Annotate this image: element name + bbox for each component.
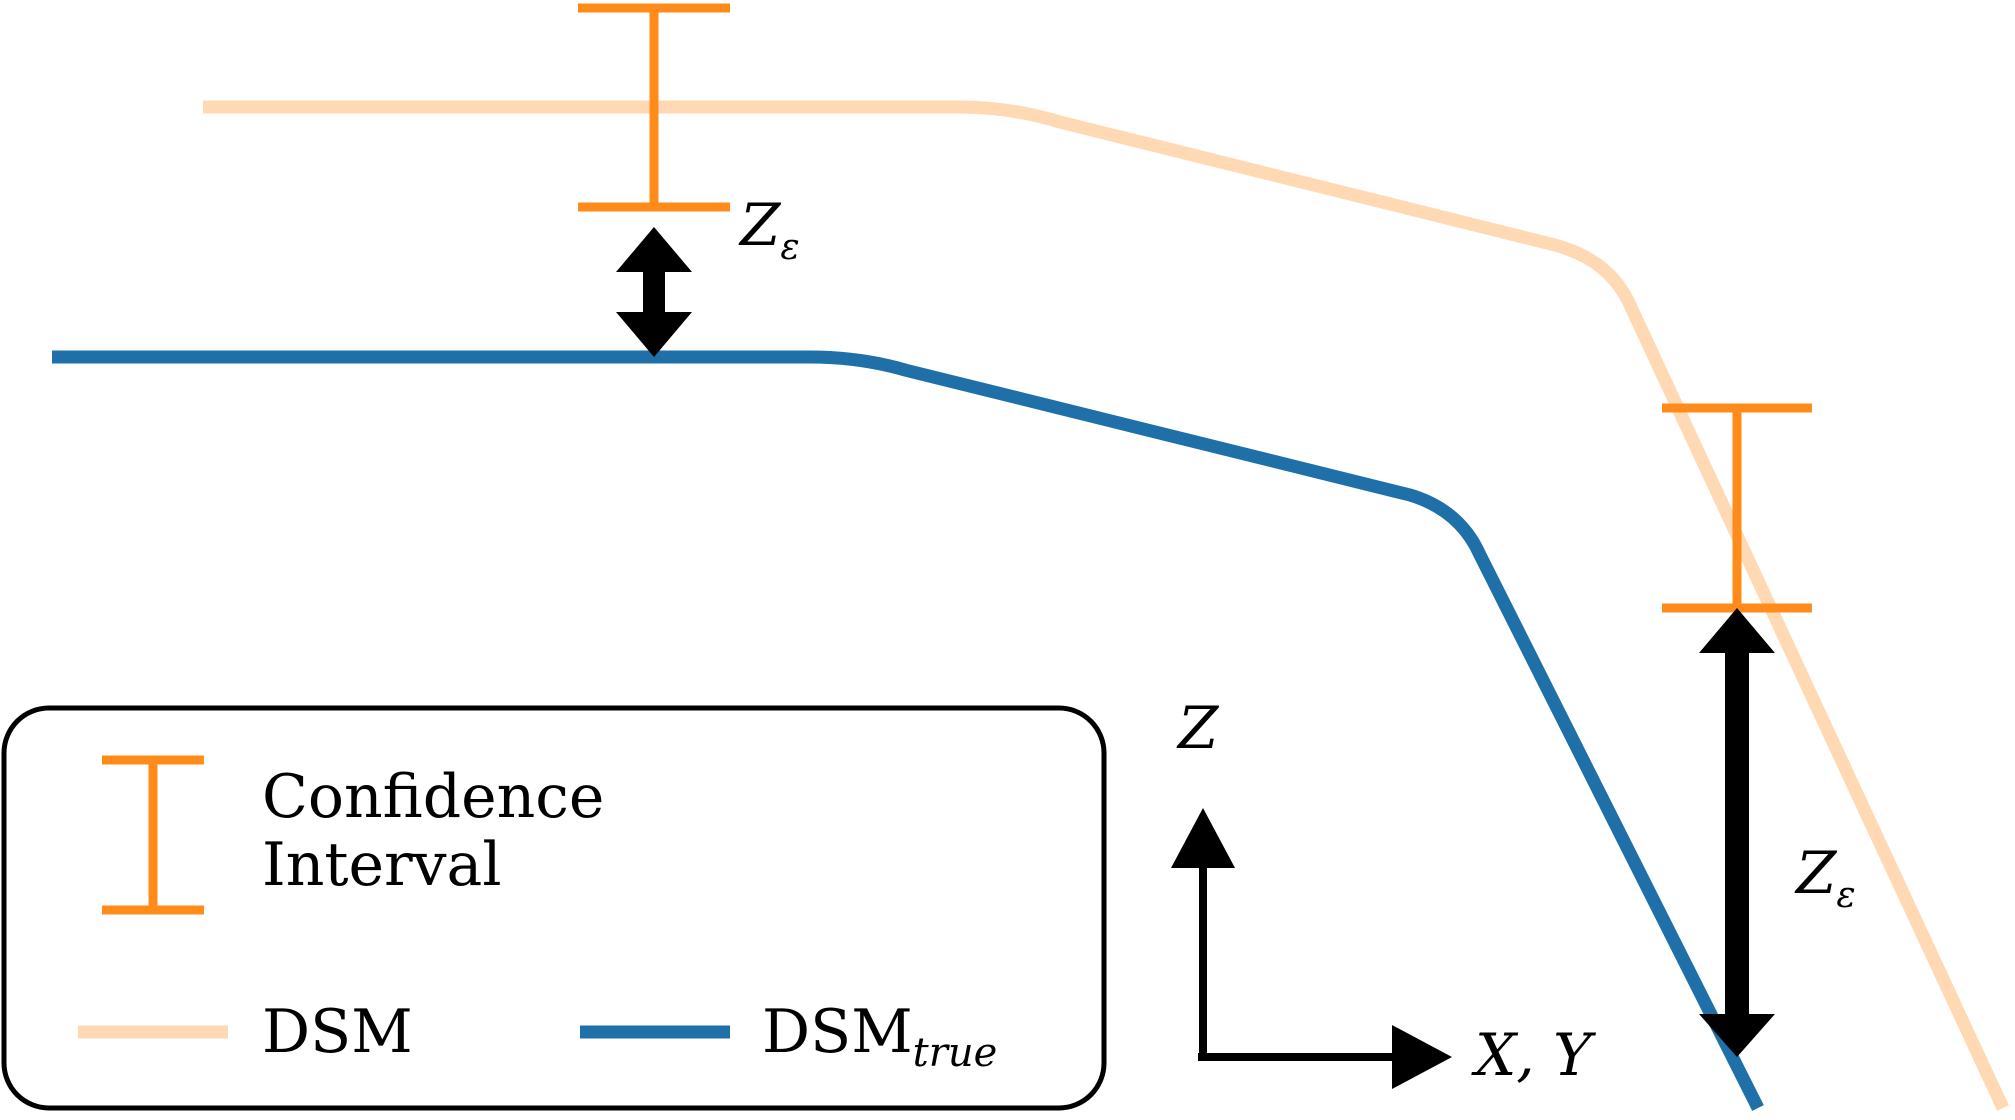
xy-axis-arrowhead <box>1392 1025 1452 1089</box>
legend-border <box>1 705 1107 1111</box>
z-axis-arrowhead <box>1171 808 1235 868</box>
confidence-interval-right <box>1662 403 1812 613</box>
legend-confidence-interval-icon <box>102 755 204 915</box>
dsm-true-curve <box>52 350 1764 1111</box>
coordinate-axes: Z X, Y <box>1171 694 1596 1089</box>
legend-confidence-label-line2: Interval <box>262 830 502 900</box>
legend-confidence-label-line1: Confidence <box>262 762 604 832</box>
z-epsilon-arrow-top <box>616 227 692 357</box>
legend: Confidence Interval DSM DSMtrue <box>1 705 1107 1111</box>
z-epsilon-label-top: Zε <box>738 191 800 268</box>
z-epsilon-arrow-right <box>1699 608 1775 1057</box>
dsm-curve <box>203 100 2009 1111</box>
legend-dsm-label: DSM <box>262 997 413 1067</box>
confidence-interval-top <box>578 3 730 212</box>
z-axis-label: Z <box>1176 694 1220 762</box>
xy-axis-label: X, Y <box>1471 1021 1596 1089</box>
z-epsilon-label-right: Zε <box>1794 839 1856 916</box>
legend-dsm-true-label: DSMtrue <box>762 997 997 1076</box>
